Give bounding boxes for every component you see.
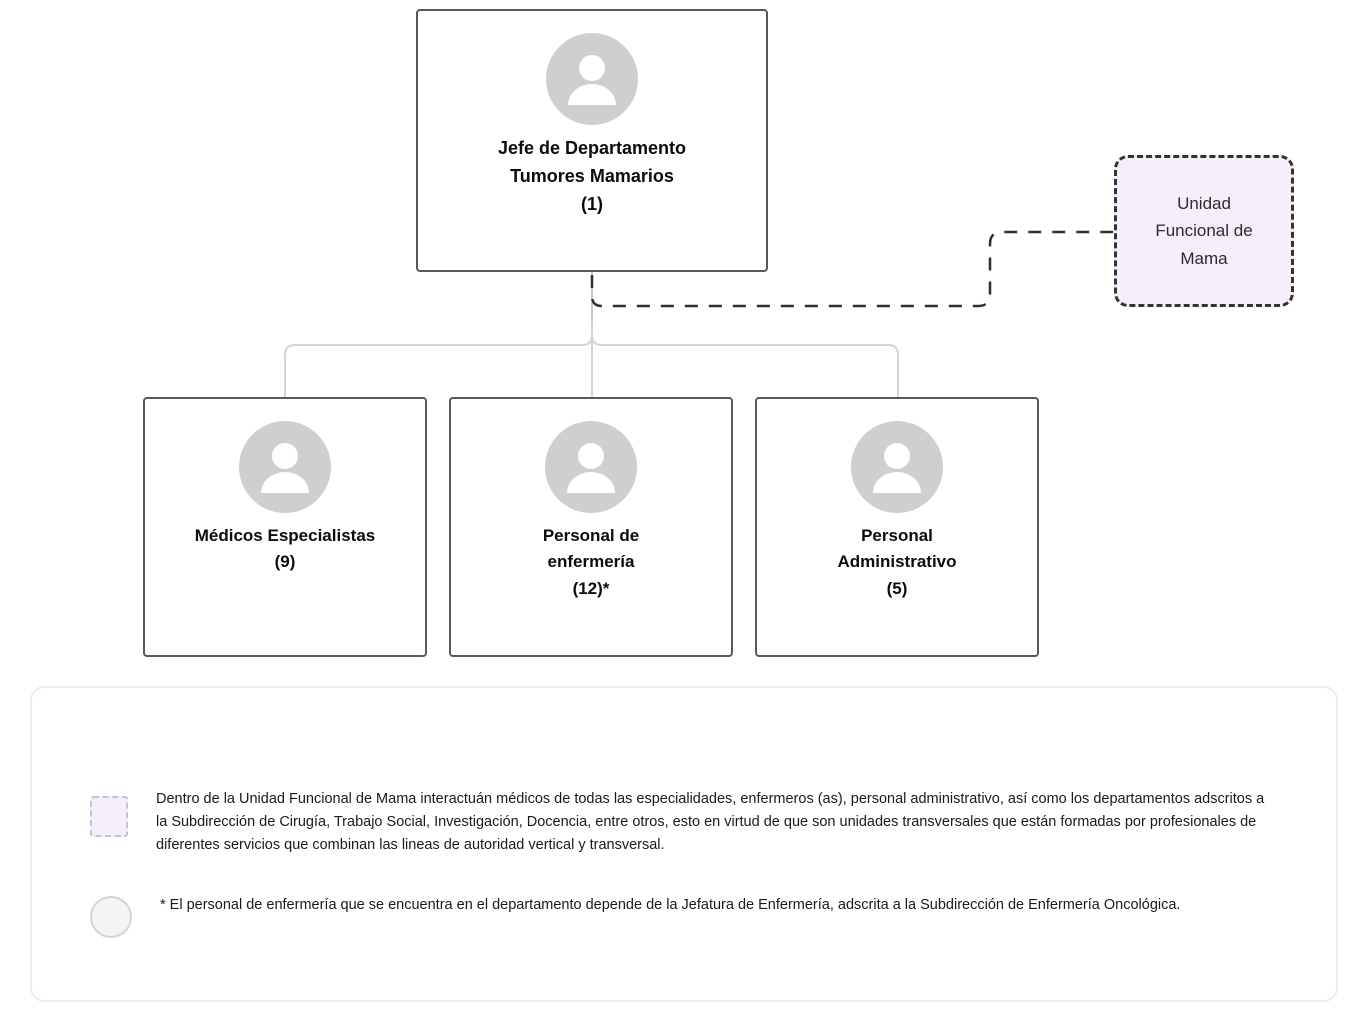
avatar [851, 421, 943, 513]
legend-item-nota-enfermeria: * El personal de enfermería que se encue… [90, 894, 1270, 938]
org-node-label: Personal Administrativo (5) [837, 526, 957, 598]
avatar [239, 421, 331, 513]
org-node-label: Personal de enfermería (12)* [542, 526, 640, 598]
legend-item-unidad: Dentro de la Unidad Funcional de Mama in… [90, 788, 1270, 857]
org-node-jefe-departamento[interactable]: Jefe de Departamento Tumores Mamarios (1… [416, 9, 768, 272]
gray-circle-icon [90, 896, 132, 938]
legend-text-unidad: Dentro de la Unidad Funcional de Mama in… [156, 791, 1265, 853]
connector-to-medicos [284, 325, 593, 397]
person-avatar-icon [239, 421, 331, 513]
unidad-label: Unidad Funcional de Mama [1155, 194, 1253, 268]
avatar [546, 33, 638, 125]
person-avatar-icon [545, 421, 637, 513]
avatar [545, 421, 637, 513]
dashed-purple-square-icon [90, 796, 128, 837]
org-node-personal-administrativo[interactable]: Personal Administrativo (5) [755, 397, 1039, 657]
person-avatar-icon [851, 421, 943, 513]
org-node-label: Jefe de Departamento Tumores Mamarios (1… [497, 138, 687, 214]
person-avatar-icon [546, 33, 638, 125]
org-node-medicos-especialistas[interactable]: Médicos Especialistas (9) [143, 397, 427, 657]
legend-text-nota: * El personal de enfermería que se encue… [160, 897, 1181, 913]
legend-panel: Dentro de la Unidad Funcional de Mama in… [30, 686, 1338, 1002]
org-node-personal-enfermeria[interactable]: Personal de enfermería (12)* [449, 397, 733, 657]
org-node-unidad-funcional-mama[interactable]: Unidad Funcional de Mama [1114, 155, 1294, 307]
connector-to-administrativo [591, 325, 899, 397]
org-node-label: Médicos Especialistas (9) [194, 526, 376, 572]
